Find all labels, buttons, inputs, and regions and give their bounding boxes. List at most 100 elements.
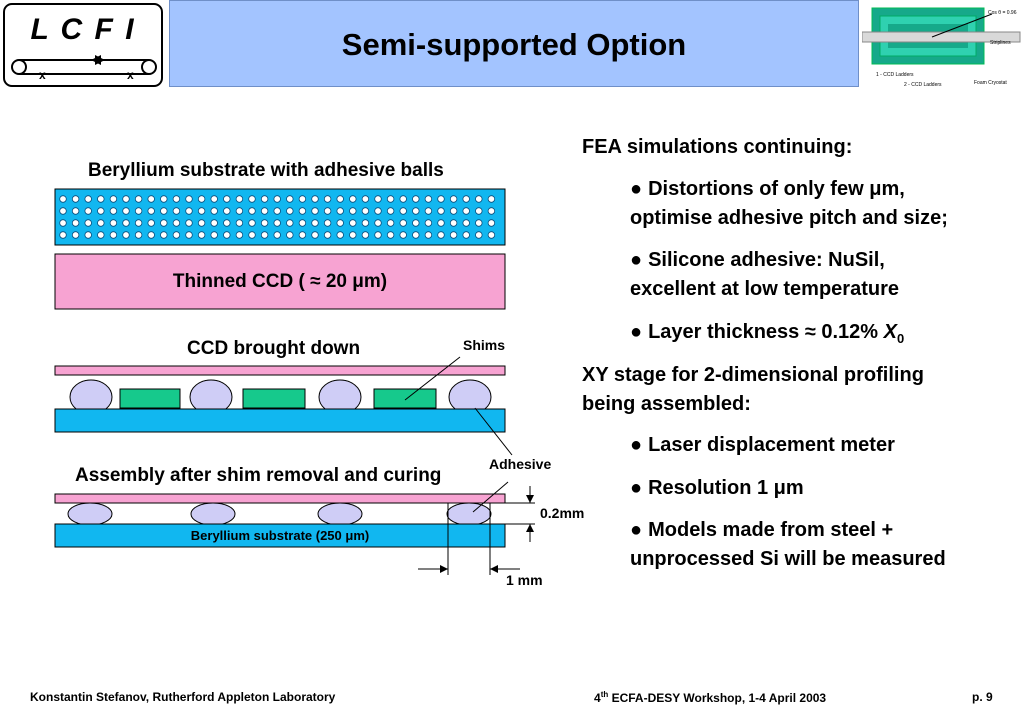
- fea-heading: FEA simulations continuing:: [582, 136, 853, 158]
- adhesive-dot: [235, 195, 244, 203]
- adhesive-dot: [449, 207, 458, 215]
- shim: [242, 388, 306, 409]
- adhesive-dot: [197, 207, 206, 215]
- assembly-diagram: [54, 188, 535, 575]
- adhesive-dot: [286, 195, 294, 203]
- svg-text:x: x: [39, 68, 46, 82]
- adhesive-dot: [487, 195, 496, 203]
- adhesive-dot: [134, 195, 143, 203]
- adhesive-dot: [336, 195, 344, 203]
- adhesive-dot: [210, 219, 218, 227]
- adhesive-dot: [84, 231, 92, 239]
- thumb-text-3: Foam Cryostat: [974, 80, 1007, 86]
- cured-adhesive: [190, 502, 236, 526]
- adhesive-dot: [84, 207, 92, 215]
- adhesive-dot: [97, 231, 105, 239]
- footer-workshop: 4th ECFA-DESY Workshop, 1-4 April 2003: [594, 690, 827, 705]
- adhesive-dot: [109, 231, 118, 239]
- adhesive-dot: [134, 231, 143, 239]
- xy-stage-2: being assembled:: [582, 393, 751, 415]
- adhesive-label: Adhesive: [489, 456, 552, 472]
- adhesive-dot: [449, 219, 458, 227]
- adhesive-dot: [71, 195, 80, 203]
- bullet-silicone-1: Silicone adhesive: NuSil,: [630, 246, 885, 275]
- adhesive-dot: [235, 207, 244, 215]
- adhesive-dot: [248, 195, 256, 203]
- adhesive-dot: [437, 207, 445, 215]
- adhesive-dot: [223, 219, 231, 227]
- adhesive-dot: [172, 207, 181, 215]
- adhesive-dot: [323, 219, 332, 227]
- substrate-layer-2: [54, 408, 506, 433]
- adhesive-dot: [361, 195, 370, 203]
- adhesive-dot: [424, 231, 433, 239]
- cured-adhesive: [317, 502, 363, 526]
- adhesive-dot: [424, 207, 433, 215]
- adhesive-dot: [260, 195, 269, 203]
- adhesive-dot: [487, 231, 496, 239]
- adhesive-dot: [97, 195, 105, 203]
- shim: [373, 388, 437, 409]
- adhesive-dot: [462, 231, 470, 239]
- adhesive-dot: [487, 207, 496, 215]
- adhesive-dot: [210, 231, 218, 239]
- adhesive-dot: [59, 207, 67, 215]
- adhesive-dot: [361, 219, 370, 227]
- adhesive-dot: [160, 195, 168, 203]
- adhesive-dot: [424, 195, 433, 203]
- adhesive-dot: [273, 231, 281, 239]
- ccd-layer-2: [54, 365, 506, 376]
- adhesive-dot: [248, 207, 256, 215]
- shims-label: Shims: [463, 337, 506, 353]
- title-bar: Semi-supported Option: [169, 0, 859, 87]
- adhesive-dot: [298, 207, 307, 215]
- footer-page: p. 9: [972, 690, 993, 704]
- shim: [119, 388, 181, 409]
- adhesive-dot: [311, 219, 319, 227]
- adhesive-dot: [197, 219, 206, 227]
- adhesive-dot: [97, 207, 105, 215]
- shims-leader: [404, 356, 461, 401]
- adhesive-dot: [374, 195, 382, 203]
- adhesive-dot: [210, 207, 218, 215]
- adhesive-dot: [260, 219, 269, 227]
- ccd-label: Thinned CCD ( ≈ 20 μm): [172, 270, 388, 292]
- adhesive-dot: [437, 195, 445, 203]
- adhesive-dot: [462, 195, 470, 203]
- adhesive-dot: [374, 231, 382, 239]
- adhesive-dot: [59, 195, 67, 203]
- bullet-layer-thickness: Layer thickness ≈ 0.12% X0: [630, 318, 904, 353]
- adhesive-dot: [97, 219, 105, 227]
- adhesive-dot: [386, 219, 395, 227]
- adhesive-dot: [399, 231, 407, 239]
- adhesive-dot: [311, 195, 319, 203]
- adhesive-dot: [311, 207, 319, 215]
- adhesive-leader: [474, 407, 513, 456]
- adhesive-dot: [122, 195, 130, 203]
- slide-title: Semi-supported Option: [341, 27, 687, 62]
- adhesive-dot: [374, 207, 382, 215]
- adhesive-dot: [185, 231, 193, 239]
- adhesive-dot: [147, 231, 155, 239]
- lcfi-logo: L C F I x x: [3, 3, 163, 87]
- adhesive-dot: [298, 231, 307, 239]
- caption-assembly: Assembly after shim removal and curing: [75, 465, 442, 486]
- adhesive-dot: [147, 207, 155, 215]
- adhesive-dot: [412, 207, 420, 215]
- adhesive-dot: [286, 207, 294, 215]
- logo-rollers-graphic: x x: [11, 55, 157, 82]
- bullet-distortions-1: Distortions of only few μm,: [630, 175, 905, 204]
- adhesive-dot: [449, 231, 458, 239]
- adhesive-dot: [412, 195, 420, 203]
- thumb-text-4: 1 - CCD Ladders: [876, 72, 914, 78]
- adhesive-dot: [109, 195, 118, 203]
- adhesive-dot: [223, 195, 231, 203]
- adhesive-dot: [462, 219, 470, 227]
- logo-text: L C F I: [30, 13, 136, 46]
- beryllium-substrate: [54, 523, 506, 548]
- adhesive-dot: [361, 207, 370, 215]
- adhesive-dot: [323, 195, 332, 203]
- adhesive-dot: [386, 231, 395, 239]
- adhesive-dot: [160, 207, 168, 215]
- bullet-resolution: Resolution 1 μm: [630, 474, 804, 503]
